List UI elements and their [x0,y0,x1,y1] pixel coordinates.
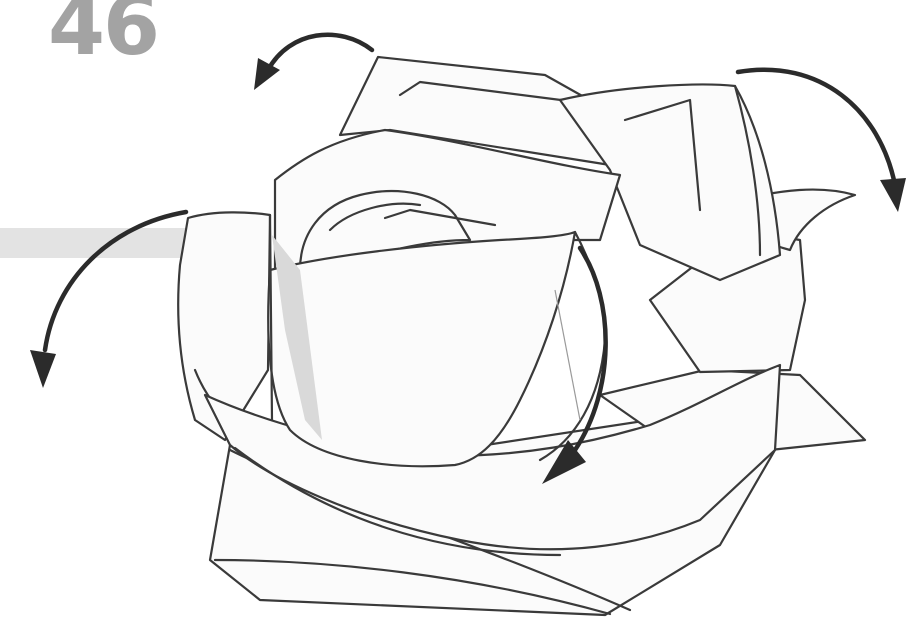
front-main-petal-crease [555,290,580,420]
left-inner-wall [270,215,272,420]
curved-arrow-top-left [254,35,372,90]
front-main-petal [268,232,575,466]
